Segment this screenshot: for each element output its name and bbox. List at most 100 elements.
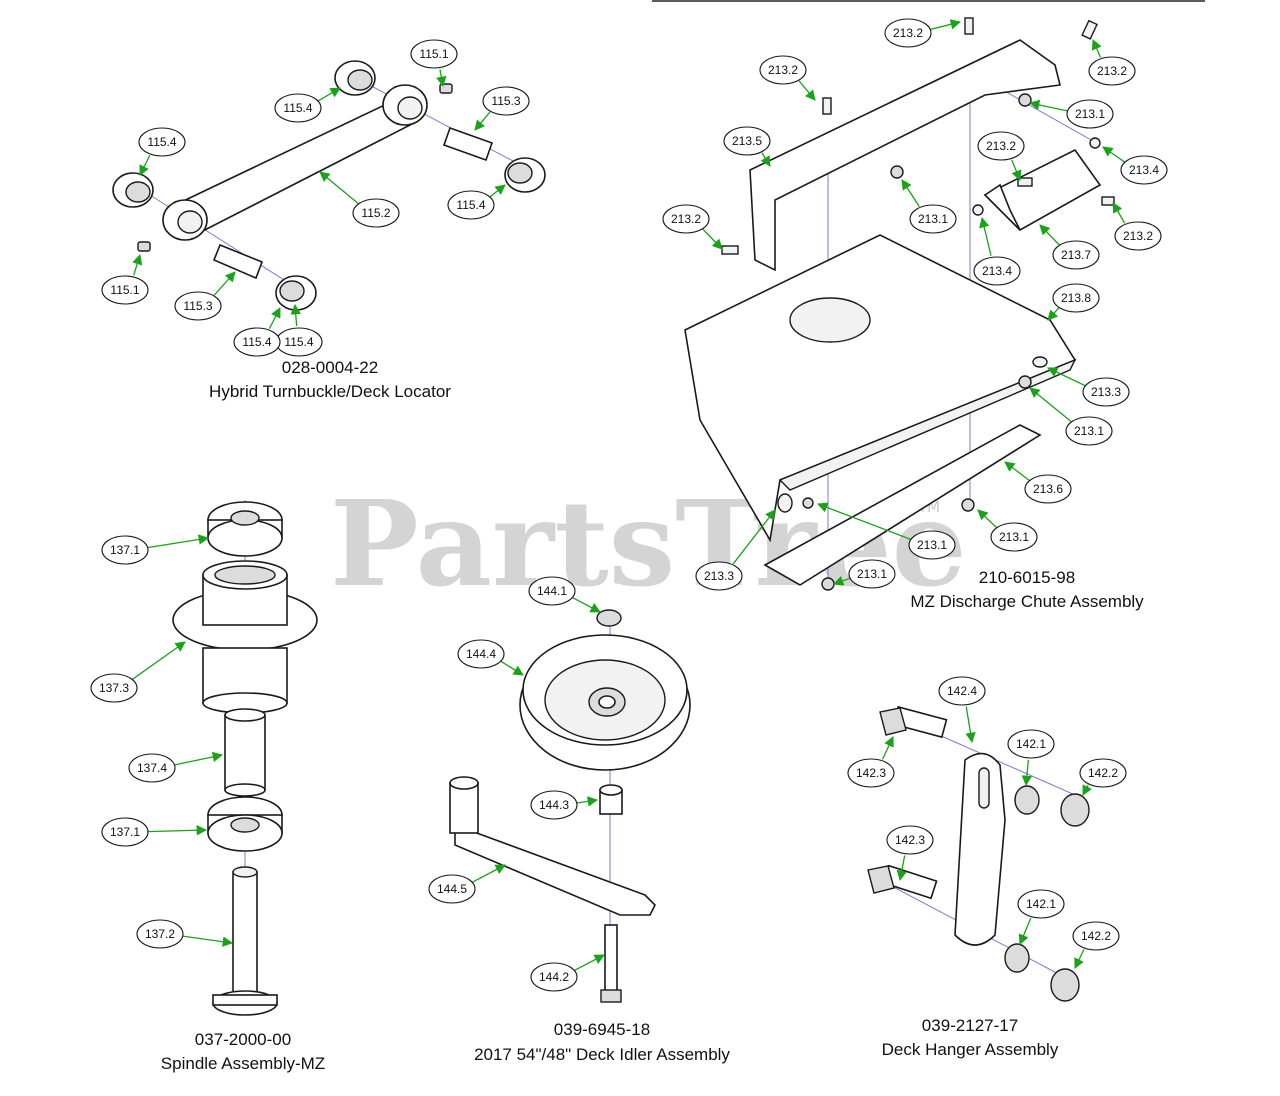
- hanger-drawing: [867, 705, 1090, 1002]
- callout-label: 115.3: [183, 299, 212, 313]
- caption-hanger: 039-2127-17 Deck Hanger Assembly: [882, 1016, 1059, 1059]
- leader-arrow: [1028, 99, 1069, 112]
- callout-bubble: [233, 327, 281, 357]
- callout-bubble: [1007, 729, 1055, 759]
- leader-arrow: [146, 825, 208, 836]
- leader-arrow: [1082, 784, 1092, 796]
- part-number: 039-2127-17: [922, 1016, 1018, 1035]
- caption-spindle: 037-2000-00 Spindle Assembly-MZ: [161, 1030, 325, 1073]
- callout-115-3: 115.3: [174, 271, 236, 321]
- leader-arrow: [500, 660, 524, 676]
- leader-arrow: [317, 87, 341, 102]
- callout-213-1: 213.1: [1028, 99, 1114, 129]
- callout-label: 137.2: [145, 927, 175, 941]
- callout-115-1: 115.1: [410, 39, 458, 88]
- callout-label: 213.2: [768, 63, 798, 77]
- assembly-name: 2017 54"/48" Deck Idler Assembly: [474, 1045, 730, 1064]
- callout-bubble: [1024, 474, 1072, 504]
- leader-arrow: [268, 307, 281, 330]
- leader-arrow: [132, 641, 186, 680]
- callout-213-7: 213.7: [1039, 224, 1100, 270]
- callout-bubble: [1114, 221, 1162, 251]
- callout-213-2: 213.2: [1112, 202, 1162, 251]
- callout-label: 144.5: [437, 882, 467, 896]
- callout-137-4: 137.4: [128, 751, 224, 783]
- callout-label: 213.1: [1074, 424, 1104, 438]
- callout-213-1: 213.1: [833, 559, 896, 589]
- callout-213-4: 213.4: [973, 216, 1021, 286]
- callout-label: 142.2: [1081, 929, 1111, 943]
- leader-arrow: [929, 19, 962, 31]
- callout-bubble: [101, 275, 149, 305]
- leader-arrow: [798, 80, 816, 101]
- callout-144-2: 144.2: [530, 954, 605, 992]
- callout-label: 115.4: [283, 101, 312, 115]
- leader-arrow: [1004, 461, 1030, 482]
- callout-115-4: 115.4: [274, 87, 341, 123]
- caption-turnbuckle: 028-0004-22 Hybrid Turnbuckle/Deck Locat…: [209, 358, 451, 401]
- leader-arrow: [979, 216, 992, 256]
- turnbuckle-drawing: [112, 60, 546, 311]
- part-number: 039-6945-18: [554, 1020, 650, 1039]
- leader-arrow: [1029, 387, 1072, 423]
- leader-arrow: [1102, 146, 1126, 163]
- callout-142-4: 142.4: [938, 676, 986, 744]
- caption-idler: 039-6945-18 2017 54"/48" Deck Idler Asse…: [474, 1020, 730, 1064]
- leader-arrow: [181, 935, 234, 947]
- leader-arrow: [489, 184, 506, 198]
- callout-bubble: [138, 127, 186, 157]
- callout-label: 213.1: [917, 538, 947, 552]
- callout-bubble: [1017, 889, 1065, 919]
- callout-bubble: [428, 874, 476, 904]
- callout-213-2: 213.2: [662, 204, 723, 250]
- leader-arrow: [319, 171, 359, 205]
- callout-bubble: [101, 535, 149, 565]
- callout-213-1: 213.1: [977, 509, 1038, 552]
- callout-142-2: 142.2: [1072, 921, 1120, 969]
- callout-label: 213.3: [1091, 385, 1121, 399]
- callout-label: 213.4: [1129, 163, 1159, 177]
- callout-bubble: [662, 204, 710, 234]
- callout-142-3: 142.3: [847, 736, 895, 788]
- callout-label: 213.6: [1033, 482, 1063, 496]
- callout-label: 137.3: [99, 681, 129, 695]
- leader-arrow: [173, 751, 224, 766]
- callout-bubble: [1052, 240, 1100, 270]
- assembly-name: MZ Discharge Chute Assembly: [910, 592, 1144, 611]
- callout-label: 142.1: [1026, 897, 1056, 911]
- callout-bubble: [101, 817, 149, 847]
- callout-label: 115.4: [147, 135, 176, 149]
- leader-arrow: [132, 254, 143, 276]
- chute-drawing: [684, 17, 1115, 591]
- callout-label: 137.1: [110, 543, 140, 557]
- callout-label: 137.4: [137, 761, 167, 775]
- callout-115-4: 115.4: [447, 184, 506, 220]
- callout-137-1: 137.1: [101, 534, 210, 565]
- callout-bubble: [973, 256, 1021, 286]
- callout-bubble: [128, 753, 176, 783]
- callout-115-1: 115.1: [101, 254, 149, 305]
- callout-label: 144.1: [537, 584, 567, 598]
- callout-142-2: 142.2: [1079, 758, 1127, 796]
- callout-213-1: 213.1: [901, 179, 957, 234]
- assembly-name: Hybrid Turnbuckle/Deck Locator: [209, 382, 451, 401]
- leader-arrow: [213, 271, 236, 296]
- callout-137-2: 137.2: [136, 919, 234, 949]
- callout-bubble: [847, 758, 895, 788]
- callout-bubble: [1088, 56, 1136, 86]
- callout-137-1: 137.1: [101, 817, 208, 847]
- leader-arrow: [1074, 949, 1085, 969]
- callout-142-1: 142.1: [1007, 729, 1055, 787]
- callout-label: 213.4: [982, 264, 1012, 278]
- callout-label: 213.8: [1061, 291, 1091, 305]
- leader-arrow: [575, 796, 599, 807]
- part-number: 037-2000-00: [195, 1030, 291, 1049]
- callout-label: 115.2: [361, 206, 390, 220]
- callout-213-3: 213.3: [695, 509, 776, 591]
- callout-label: 213.5: [732, 134, 762, 148]
- callout-142-3: 142.3: [886, 825, 934, 882]
- leader-arrow: [896, 855, 907, 882]
- callout-bubble: [1065, 416, 1113, 446]
- callout-label: 142.3: [856, 766, 886, 780]
